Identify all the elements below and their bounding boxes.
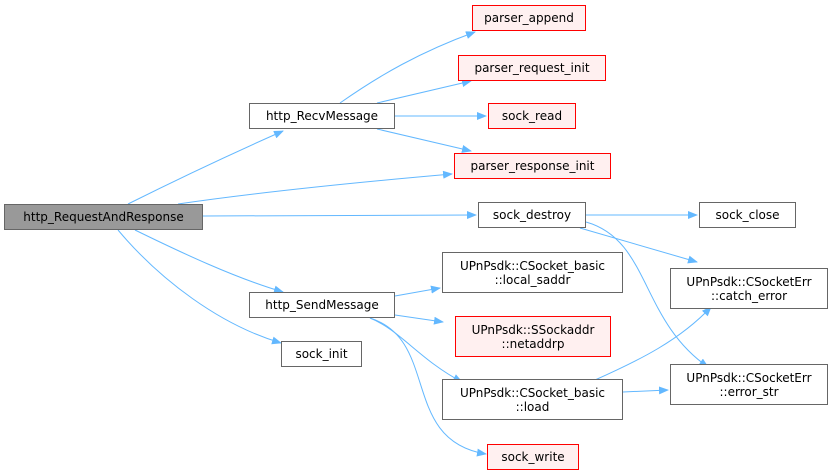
node-parser-request-init[interactable]: parser_request_init: [458, 55, 606, 81]
node-label-line1: UPnPsdk::CSocket_basic: [459, 385, 606, 400]
node-catch-error[interactable]: UPnPsdk::CSocketErr ::catch_error: [670, 268, 828, 309]
node-load[interactable]: UPnPsdk::CSocket_basic ::load: [442, 379, 623, 420]
node-label-line1: UPnPsdk::CSocketErr: [686, 370, 812, 385]
edge-send-netaddrp: [394, 314, 444, 325]
edge-root-sock-init: [117, 229, 282, 345]
node-netaddrp[interactable]: UPnPsdk::SSockaddr ::netaddrp: [455, 316, 611, 357]
node-http-sendmessage[interactable]: http_SendMessage: [249, 292, 395, 318]
node-label: sock_write: [501, 450, 565, 464]
node-parser-response-init[interactable]: parser_response_init: [454, 153, 611, 179]
edge-recv-parser-append: [339, 31, 476, 104]
edge-recv-parser-request-init: [376, 79, 472, 104]
edge-root-send: [134, 229, 284, 294]
node-http-recvmessage[interactable]: http_RecvMessage: [249, 103, 395, 129]
node-label-line1: UPnPsdk::CSocketErr: [686, 274, 812, 289]
node-http-requestandresponse[interactable]: http_RequestAndResponse: [4, 204, 203, 230]
edge-send-load: [369, 317, 463, 383]
edge-recv-parser-response-init: [376, 128, 472, 153]
node-sock-read[interactable]: sock_read: [488, 103, 576, 129]
node-parser-append[interactable]: parser_append: [472, 5, 586, 31]
edge-root-recv: [127, 130, 284, 205]
node-label: sock_close: [715, 208, 780, 222]
edge-root-sock-destroy: [202, 211, 477, 220]
edge-destroy-catch: [579, 227, 698, 264]
node-label: sock_destroy: [492, 208, 572, 222]
node-label: parser_append: [484, 11, 574, 25]
node-local-saddr[interactable]: UPnPsdk::CSocket_basic ::local_saddr: [442, 252, 623, 293]
node-sock-destroy[interactable]: sock_destroy: [478, 202, 586, 228]
node-label: sock_read: [501, 109, 563, 123]
node-label-line2: ::catch_error: [711, 288, 787, 303]
node-label-line1: UPnPsdk::CSocket_basic: [459, 258, 606, 273]
node-label-line2: ::netaddrp: [501, 336, 565, 351]
node-sock-close[interactable]: sock_close: [699, 202, 796, 228]
node-label-line1: UPnPsdk::SSockaddr: [471, 322, 595, 337]
edge-root-parser-response-init: [177, 170, 453, 205]
node-label-line2: ::local_saddr: [494, 272, 571, 287]
node-label: sock_init: [295, 347, 348, 361]
edge-destroy-error: [585, 221, 709, 368]
edge-send-sock-write: [369, 317, 487, 457]
edge-load-catch: [594, 306, 712, 381]
node-label-line2: ::load: [515, 399, 550, 414]
edge-load-error: [622, 386, 669, 395]
node-label: http_RecvMessage: [265, 109, 379, 123]
node-label-line2: ::error_str: [719, 384, 779, 399]
node-label: parser_response_init: [470, 159, 595, 173]
node-label: parser_request_init: [474, 61, 590, 75]
node-sock-init[interactable]: sock_init: [281, 341, 362, 367]
node-sock-write[interactable]: sock_write: [487, 444, 579, 470]
node-label: http_SendMessage: [265, 298, 379, 312]
node-error-str[interactable]: UPnPsdk::CSocketErr ::error_str: [670, 364, 828, 405]
edge-send-local-saddr: [394, 285, 441, 297]
node-label: http_RequestAndResponse: [23, 210, 184, 224]
